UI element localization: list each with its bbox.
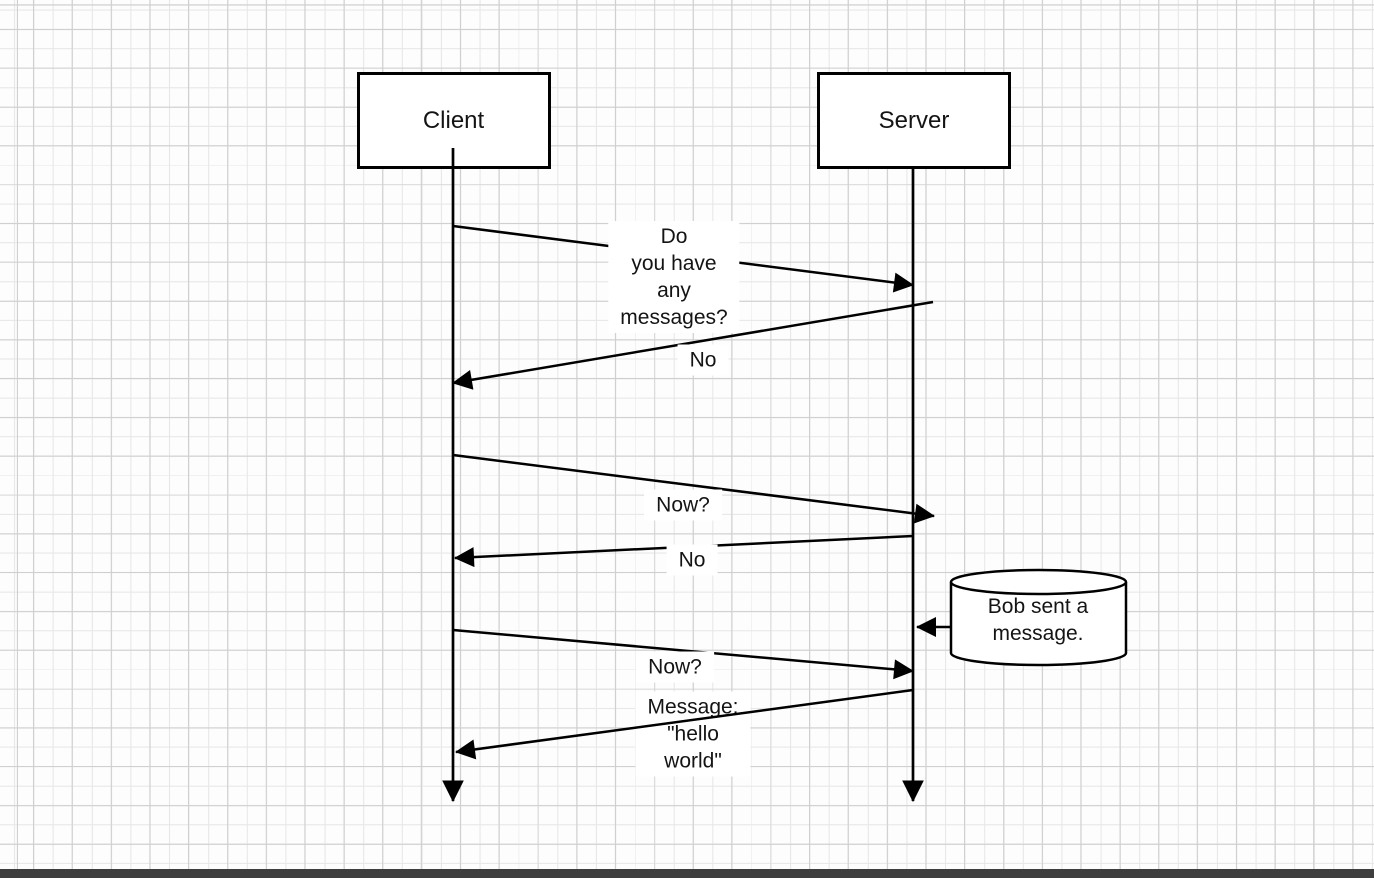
datastore-cylinder-body[interactable] bbox=[949, 582, 1128, 667]
actor-box-server[interactable] bbox=[817, 72, 1011, 169]
window-bottom-bar bbox=[0, 869, 1374, 878]
arrow-now-2[interactable] bbox=[452, 628, 914, 680]
datastore-cylinder-top[interactable] bbox=[949, 568, 1128, 596]
datastore-label[interactable]: Bob sent a message. bbox=[987, 595, 1089, 645]
arrow-now-1[interactable] bbox=[452, 453, 935, 524]
message-label-message-hello-world[interactable]: Message: "hello world" bbox=[635, 691, 751, 777]
datastore-cylinder[interactable] bbox=[949, 568, 1128, 667]
arrow-message-hello-world[interactable] bbox=[455, 688, 914, 760]
message-label-no-1[interactable]: No bbox=[677, 344, 729, 376]
message-label-now-2[interactable]: Now? bbox=[636, 651, 714, 683]
arrow-no-1[interactable] bbox=[452, 300, 934, 390]
message-label-do-you-have-any-messages[interactable]: Do you have any messages? bbox=[608, 221, 740, 333]
actor-label-client[interactable]: Client bbox=[422, 106, 485, 134]
message-label-no-2[interactable]: No bbox=[666, 544, 718, 576]
actor-label-server[interactable]: Server bbox=[878, 106, 950, 134]
message-label-now-1[interactable]: Now? bbox=[644, 489, 722, 521]
